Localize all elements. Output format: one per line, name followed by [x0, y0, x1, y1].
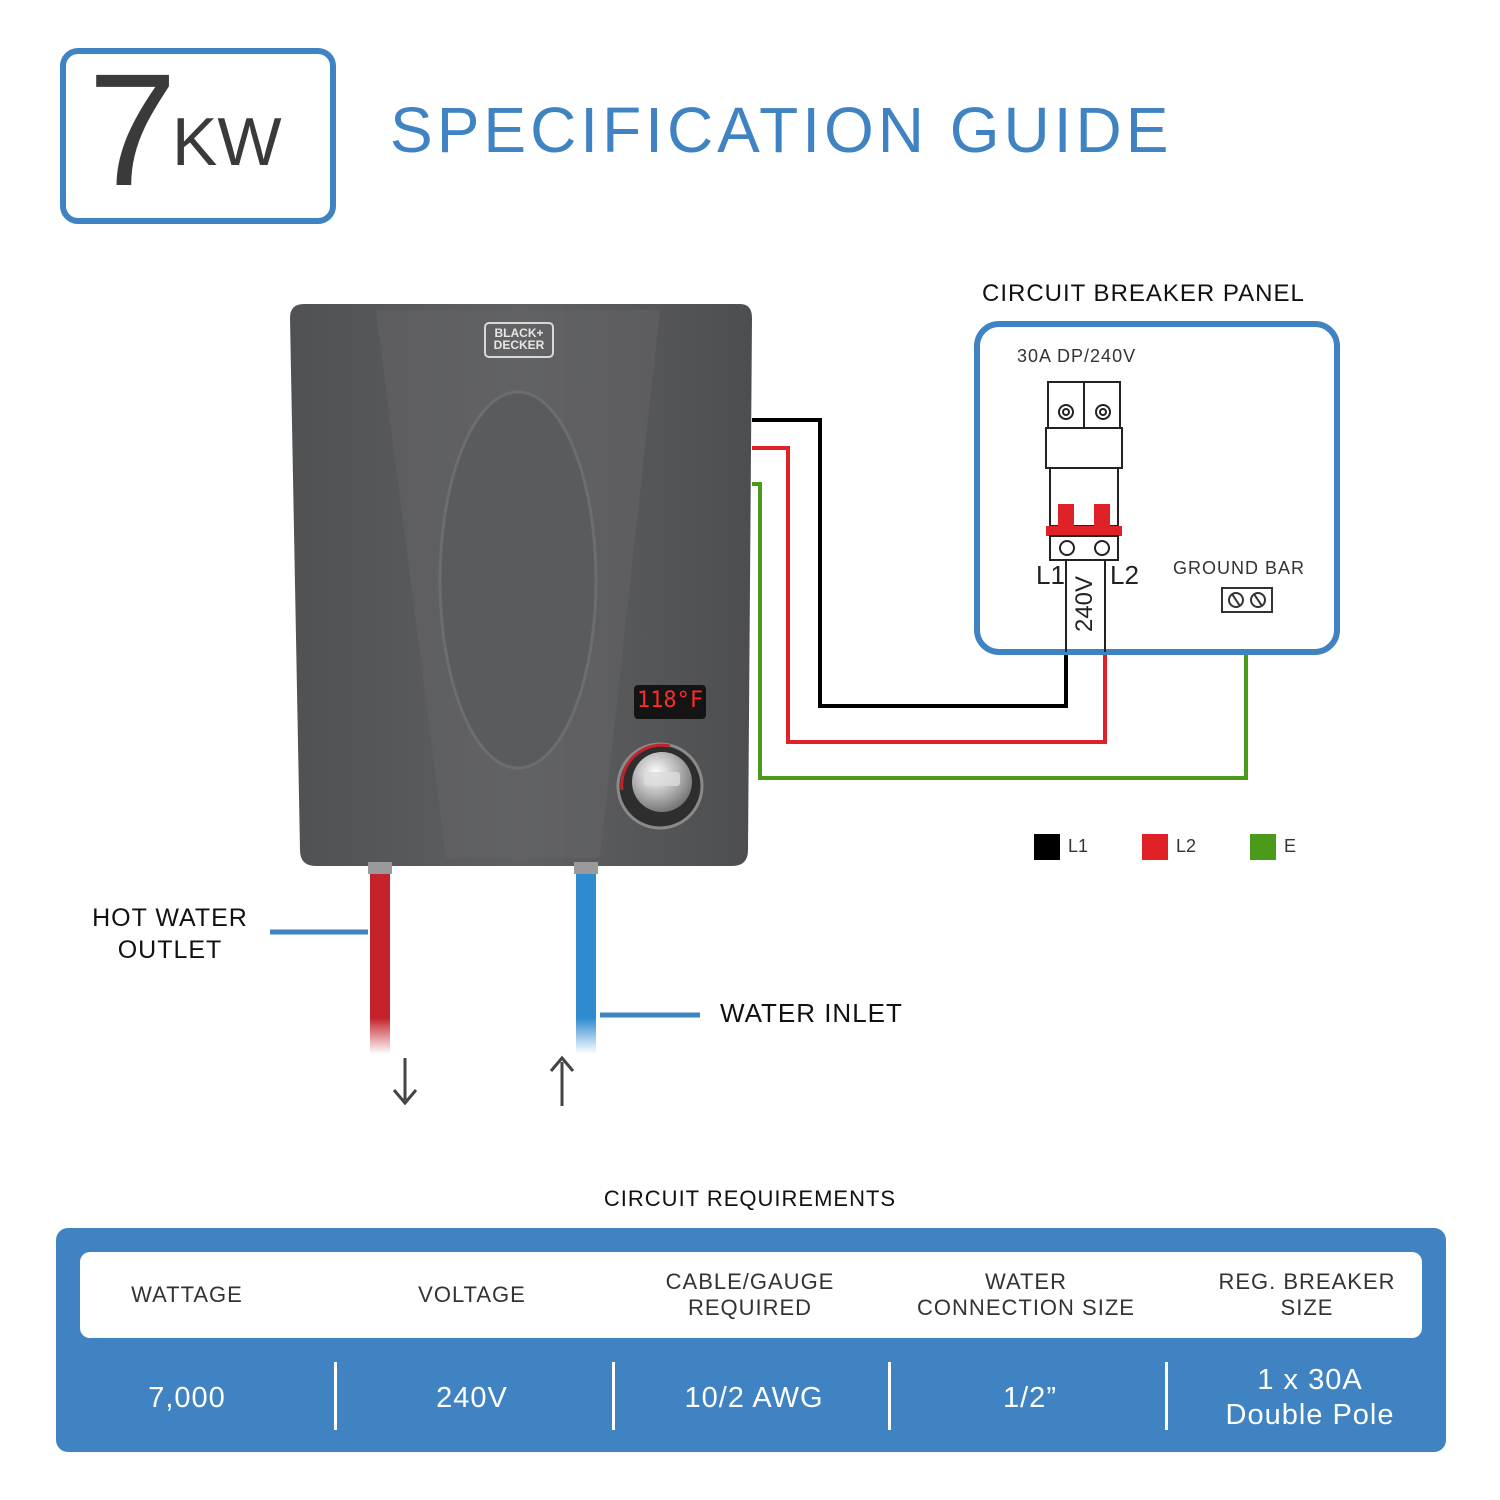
requirements-header: WATTAGE VOLTAGE CABLE/GAUGE REQUIRED WAT…	[80, 1252, 1422, 1338]
temperature-display	[634, 685, 706, 719]
legend-label-l1: L1	[1068, 836, 1089, 856]
hot-water-outlet-label: HOT WATER OUTLET	[92, 904, 248, 964]
legend-swatch-l2	[1142, 834, 1168, 860]
wire-l1	[752, 418, 1068, 708]
down-arrow-icon	[392, 1058, 418, 1106]
voltage-label: 240V	[1071, 575, 1098, 633]
brand-name: BLACK+ DECKER	[487, 327, 551, 351]
l2-terminal-label: L2	[1110, 560, 1139, 590]
header-wattage: WATTAGE	[131, 1281, 243, 1307]
up-arrow-icon	[549, 1055, 575, 1106]
column-divider	[612, 1362, 615, 1430]
header-breaker-size: REG. BREAKER SIZE	[1218, 1268, 1396, 1320]
legend-label-e: E	[1284, 836, 1297, 856]
column-divider	[888, 1362, 891, 1430]
power-badge	[60, 48, 336, 224]
wire-l2	[752, 446, 1107, 744]
cold-pipe	[576, 874, 596, 1054]
breaker-panel	[974, 321, 1340, 655]
wire-ground	[752, 482, 1248, 780]
page-title: SPECIFICATION GUIDE	[390, 94, 1173, 166]
header-voltage: VOLTAGE	[418, 1281, 526, 1307]
value-voltage: 240V	[436, 1381, 508, 1414]
panel-title: CIRCUIT BREAKER PANEL	[982, 280, 1305, 307]
ground-bar-label: GROUND BAR	[1173, 558, 1306, 578]
column-divider	[1165, 1362, 1168, 1430]
header-cable-gauge: CABLE/GAUGE REQUIRED	[665, 1268, 835, 1320]
requirements-title: CIRCUIT REQUIREMENTS	[603, 1186, 897, 1211]
water-inlet-label: WATER INLET	[720, 998, 903, 1028]
column-divider	[334, 1362, 337, 1430]
water-heater	[290, 304, 752, 866]
value-water-connection: 1/2”	[1003, 1381, 1057, 1414]
legend-swatch-e	[1250, 834, 1276, 860]
brand-line-2: DECKER	[493, 338, 545, 352]
value-wattage: 7,000	[148, 1381, 226, 1414]
badge-number: 7	[88, 40, 177, 219]
legend-label-l2: L2	[1176, 836, 1197, 856]
ground-bar-icon	[1221, 587, 1273, 613]
legend-swatch-l1	[1034, 834, 1060, 860]
brand-line-1: BLACK+	[494, 326, 544, 340]
l1-terminal-label: L1	[1036, 560, 1065, 590]
breaker-rating: 30A DP/240V	[1017, 346, 1137, 366]
temperature-readout: 118°F	[636, 688, 704, 713]
header-water-connection: WATER CONNECTION SIZE	[917, 1268, 1135, 1320]
badge-unit: KW	[172, 104, 282, 180]
hot-pipe	[370, 874, 390, 1054]
brand-logo	[484, 322, 554, 358]
breaker-icon	[1045, 381, 1123, 561]
value-breaker-size: 1 x 30A Double Pole	[1225, 1364, 1395, 1431]
value-cable-gauge: 10/2 AWG	[684, 1381, 824, 1414]
